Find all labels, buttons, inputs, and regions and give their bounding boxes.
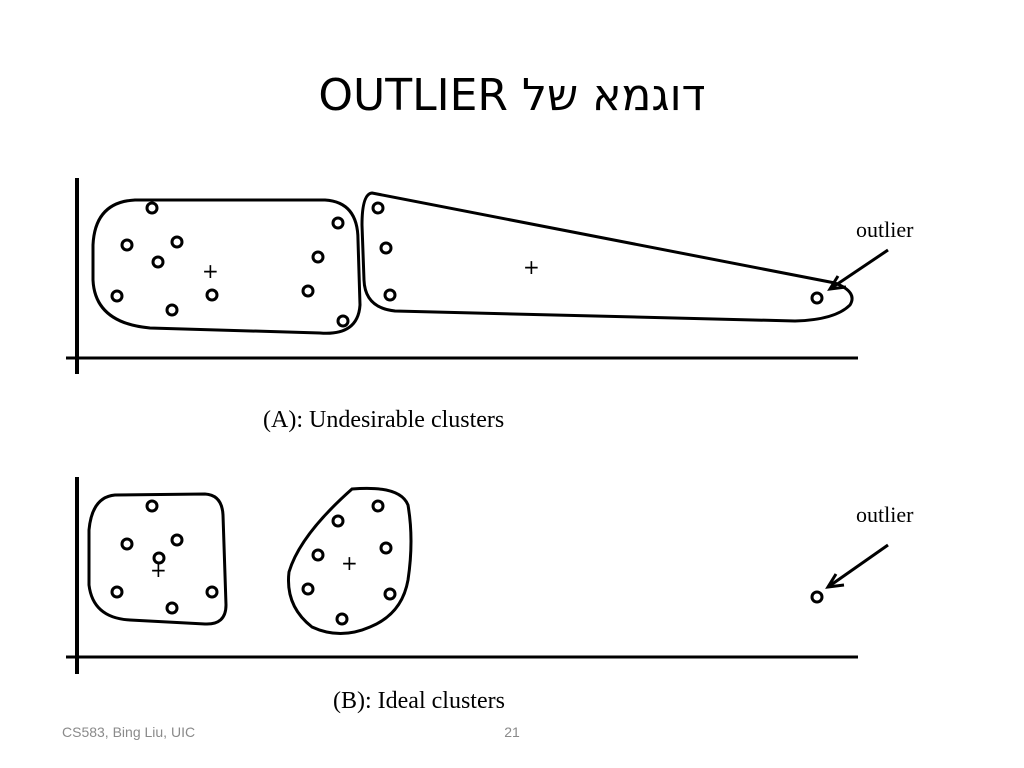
data-point bbox=[331, 514, 345, 528]
panel-b-centroid-middle: + bbox=[341, 551, 358, 575]
panel-a-left-cluster-points bbox=[110, 201, 350, 328]
panel-a-outlier-label: outlier bbox=[856, 217, 914, 242]
data-point bbox=[335, 612, 349, 626]
slide-page-number: 21 bbox=[504, 724, 520, 740]
panel-a-right-cluster-points bbox=[371, 201, 397, 302]
panel-b-middle-cluster-points bbox=[301, 499, 397, 626]
data-point bbox=[145, 499, 159, 513]
data-point bbox=[120, 238, 134, 252]
panel-b-caption: (B): Ideal clusters bbox=[333, 688, 505, 714]
data-point bbox=[165, 303, 179, 317]
data-point bbox=[336, 314, 350, 328]
panel-b-outlier-point bbox=[810, 590, 824, 604]
panel-a-caption: (A): Undesirable clusters bbox=[263, 407, 504, 433]
data-point bbox=[152, 551, 166, 565]
panel-b-left-cluster-points bbox=[110, 499, 219, 615]
panel-b: + + outlier (B): Ideal clusters bbox=[66, 477, 914, 714]
panel-b-outlier-arrow bbox=[825, 543, 889, 589]
data-point bbox=[379, 241, 393, 255]
data-point bbox=[145, 201, 159, 215]
data-point bbox=[311, 250, 325, 264]
data-point bbox=[110, 289, 124, 303]
data-point bbox=[205, 585, 219, 599]
data-point bbox=[383, 288, 397, 302]
panel-b-cluster-middle-boundary bbox=[286, 486, 413, 635]
data-point bbox=[151, 255, 165, 269]
data-point bbox=[110, 585, 124, 599]
data-point bbox=[311, 548, 325, 562]
panel-a-centroid-left: + bbox=[202, 259, 219, 283]
panel-a-outlier-point bbox=[810, 291, 824, 305]
panel-a-cluster-right-boundary bbox=[360, 191, 854, 323]
data-point bbox=[301, 582, 315, 596]
data-point bbox=[120, 537, 134, 551]
data-point bbox=[383, 587, 397, 601]
panel-b-centroid-left: + bbox=[150, 558, 167, 582]
panel-a-centroid-right: + bbox=[523, 255, 540, 279]
data-point bbox=[165, 601, 179, 615]
panel-b-cluster-left-boundary bbox=[87, 492, 228, 626]
data-point bbox=[301, 284, 315, 298]
footer-course-credit: CS583, Bing Liu, UIC bbox=[62, 724, 196, 740]
panel-a: + + outlier (A): Undesirable clusters bbox=[66, 178, 914, 433]
data-point bbox=[205, 288, 219, 302]
data-point bbox=[371, 499, 385, 513]
slide-title: דוגמא של OUTLIER bbox=[318, 70, 706, 121]
data-point bbox=[170, 533, 184, 547]
panel-a-outlier-arrow bbox=[827, 248, 889, 291]
data-point bbox=[331, 216, 345, 230]
panel-b-outlier-label: outlier bbox=[856, 502, 914, 527]
data-point bbox=[170, 235, 184, 249]
data-point bbox=[379, 541, 393, 555]
data-point bbox=[371, 201, 385, 215]
panel-a-cluster-left-boundary bbox=[91, 198, 362, 335]
